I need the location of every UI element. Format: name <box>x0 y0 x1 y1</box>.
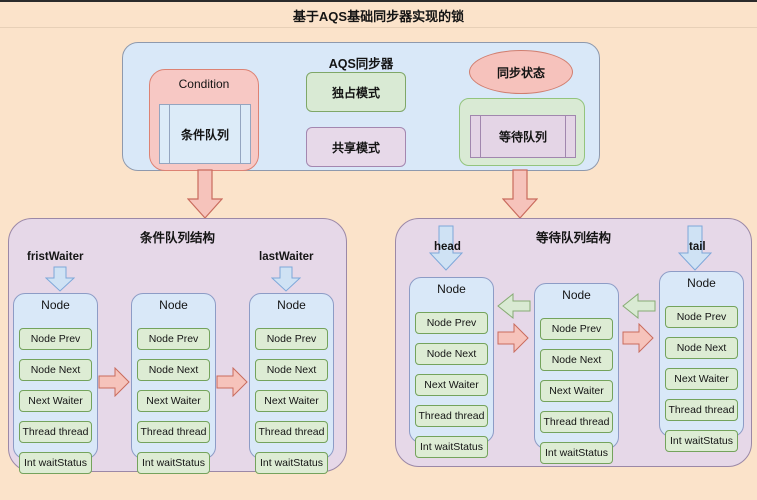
node-field-prev: Node Prev <box>665 306 738 328</box>
node-title: Node <box>687 276 716 290</box>
right-arrow-icon <box>98 367 130 397</box>
tail-label: tail <box>689 241 706 253</box>
node-field-wait-status: Int waitStatus <box>137 452 210 474</box>
node-field-prev: Node Prev <box>540 318 613 340</box>
node-field-wait-status: Int waitStatus <box>255 452 328 474</box>
condition-node-3: Node Node Prev Node Next Next Waiter Thr… <box>249 293 334 474</box>
node-field-next-waiter: Next Waiter <box>665 368 738 390</box>
top-border-line <box>0 0 757 2</box>
page-title: 基于AQS基础同步器实现的锁 <box>292 9 465 24</box>
condition-queue-structure-title: 条件队列结构 <box>139 231 215 245</box>
left-arrow-icon <box>622 293 656 319</box>
node-field-next: Node Next <box>255 359 328 381</box>
wait-queue-structure-title: 等待队列结构 <box>535 231 611 245</box>
down-arrow-icon <box>502 169 538 219</box>
last-waiter-down-arrow-icon <box>271 266 301 292</box>
queue-left-line <box>480 116 481 157</box>
node-title: Node <box>159 298 188 312</box>
node-field-next: Node Next <box>415 343 488 365</box>
head-down-arrow-icon <box>429 225 463 271</box>
condition-node-2: Node Node Prev Node Next Next Waiter Thr… <box>131 293 216 474</box>
node-field-thread: Thread thread <box>137 421 210 443</box>
node-field-next: Node Next <box>19 359 92 381</box>
left-arrow-icon <box>497 293 531 319</box>
node-title: Node <box>437 282 466 296</box>
aqs-title: AQS同步器 <box>328 57 394 71</box>
tail-down-arrow-icon <box>678 225 712 271</box>
node-field-next-waiter: Next Waiter <box>415 374 488 396</box>
node-field-thread: Thread thread <box>19 421 92 443</box>
node-field-thread: Thread thread <box>540 411 613 433</box>
queue-left-line <box>169 105 170 163</box>
node-field-prev: Node Prev <box>415 312 488 334</box>
node-title: Node <box>562 288 591 302</box>
right-arrow-icon <box>216 367 248 397</box>
node-field-next-waiter: Next Waiter <box>137 390 210 412</box>
first-waiter-down-arrow-icon <box>45 266 75 292</box>
node-title: Node <box>41 298 70 312</box>
node-field-prev: Node Prev <box>255 328 328 350</box>
condition-node-1: Node Node Prev Node Next Next Waiter Thr… <box>13 293 98 474</box>
node-field-next-waiter: Next Waiter <box>255 390 328 412</box>
shared-mode-box: 共享模式 <box>306 127 406 167</box>
exclusive-mode-box: 独占模式 <box>306 72 406 112</box>
node-field-next-waiter: Next Waiter <box>540 380 613 402</box>
wait-queue-panel: 等待队列结构 head tail Node Node Prev Node Nex… <box>395 218 752 467</box>
node-field-next: Node Next <box>137 359 210 381</box>
right-arrow-icon <box>497 323 529 353</box>
condition-queue-label: 条件队列 <box>180 127 229 142</box>
wait-queue-box: 等待队列 <box>470 115 576 158</box>
node-field-next: Node Next <box>665 337 738 359</box>
node-field-prev: Node Prev <box>137 328 210 350</box>
wait-queue-outer-box: 等待队列 <box>459 98 585 166</box>
down-arrow-icon <box>187 169 223 219</box>
node-field-thread: Thread thread <box>255 421 328 443</box>
first-waiter-label: fristWaiter <box>27 251 84 263</box>
node-field-wait-status: Int waitStatus <box>540 442 613 464</box>
node-field-wait-status: Int waitStatus <box>665 430 738 452</box>
wait-node-2: Node Node Prev Node Next Next Waiter Thr… <box>534 283 619 464</box>
node-field-wait-status: Int waitStatus <box>19 452 92 474</box>
wait-queue-label: 等待队列 <box>498 130 547 144</box>
wait-node-3: Node Node Prev Node Next Next Waiter Thr… <box>659 271 744 452</box>
condition-label: Condition <box>178 77 230 91</box>
node-field-prev: Node Prev <box>19 328 92 350</box>
node-field-next: Node Next <box>540 349 613 371</box>
queue-right-line <box>565 116 566 157</box>
node-field-next-waiter: Next Waiter <box>19 390 92 412</box>
queue-right-line <box>240 105 241 163</box>
title-divider-line <box>0 27 757 28</box>
condition-queue-panel: 条件队列结构 fristWaiter lastWaiter Node Node … <box>8 218 347 474</box>
node-field-wait-status: Int waitStatus <box>415 436 488 458</box>
wait-node-1: Node Node Prev Node Next Next Waiter Thr… <box>409 277 494 458</box>
condition-box: Condition 条件队列 <box>149 69 259 171</box>
node-field-thread: Thread thread <box>665 399 738 421</box>
right-arrow-icon <box>622 323 654 353</box>
sync-state-ellipse: 同步状态 <box>469 50 573 94</box>
last-waiter-label: lastWaiter <box>259 251 314 263</box>
node-title: Node <box>277 298 306 312</box>
aqs-container: AQS同步器 Condition 条件队列 独占模式 共享模式 同步状态 等待队… <box>122 42 600 171</box>
node-field-thread: Thread thread <box>415 405 488 427</box>
condition-queue-box: 条件队列 <box>159 104 251 164</box>
head-label: head <box>434 241 461 253</box>
